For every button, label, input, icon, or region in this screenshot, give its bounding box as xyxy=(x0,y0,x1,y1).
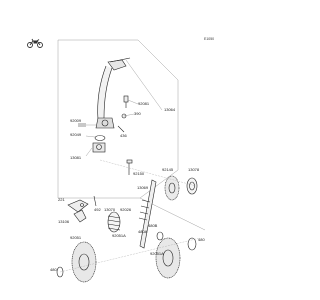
parts-drawing xyxy=(56,39,206,283)
callout-92081: 92081 xyxy=(138,101,150,106)
diagram-id: E1050 xyxy=(204,37,215,41)
collar-13078 xyxy=(186,177,198,195)
gear-92145 xyxy=(164,175,180,201)
callout-480a: 480A xyxy=(138,229,148,234)
callout-436: 436 xyxy=(120,133,127,138)
exploded-parts-diagram: E1050 xyxy=(27,37,215,283)
callout-13078: 13078 xyxy=(188,167,200,172)
gear-92051a-right xyxy=(155,237,181,279)
callout-92150: 92150 xyxy=(133,171,145,176)
group-bracket xyxy=(57,39,179,199)
callout-221: 221 xyxy=(58,197,65,202)
spring-13070 xyxy=(107,211,121,233)
washer-92049 xyxy=(94,135,106,141)
spring-92009 xyxy=(78,123,86,127)
shaft-holder-13081 xyxy=(92,142,106,153)
callout-480-right: 480 xyxy=(198,237,205,242)
pin-436 xyxy=(117,125,125,133)
callout-92049: 92049 xyxy=(70,132,82,137)
ratchet-13106 xyxy=(73,209,87,223)
stopper-plate-221 xyxy=(67,199,89,213)
callout-92145: 92145 xyxy=(162,167,174,172)
callout-92051a-right: 92051A xyxy=(150,251,164,256)
callout-13081: 13081 xyxy=(70,155,82,160)
bolt-92150 xyxy=(126,159,133,175)
bolt-492 xyxy=(93,195,97,207)
callout-390: 390 xyxy=(134,111,141,116)
washer-480-left xyxy=(56,266,64,278)
callout-13064-lever: 13064 xyxy=(164,107,176,112)
callout-480: 480 xyxy=(50,267,57,272)
kick-shaft-13069 xyxy=(138,179,157,249)
callout-480b: 480B xyxy=(148,223,158,228)
callout-92051a: 92051A xyxy=(112,233,126,238)
callout-92026: 92026 xyxy=(120,207,132,212)
washer-480b xyxy=(156,231,164,241)
bolt-92081 xyxy=(123,95,129,108)
callout-492: 492 xyxy=(94,207,101,212)
callout-92009: 92009 xyxy=(70,118,82,123)
kick-lever xyxy=(95,57,131,129)
washer-480-right xyxy=(187,237,197,251)
callout-13069: 13069 xyxy=(137,185,149,190)
motorcycle-silhouette-icon xyxy=(27,38,43,48)
callout-92051-left: 92051 xyxy=(70,235,82,240)
callout-13106: 13106 xyxy=(58,219,70,224)
callout-13070: 13070 xyxy=(104,207,116,212)
gear-92051-left xyxy=(71,241,97,283)
